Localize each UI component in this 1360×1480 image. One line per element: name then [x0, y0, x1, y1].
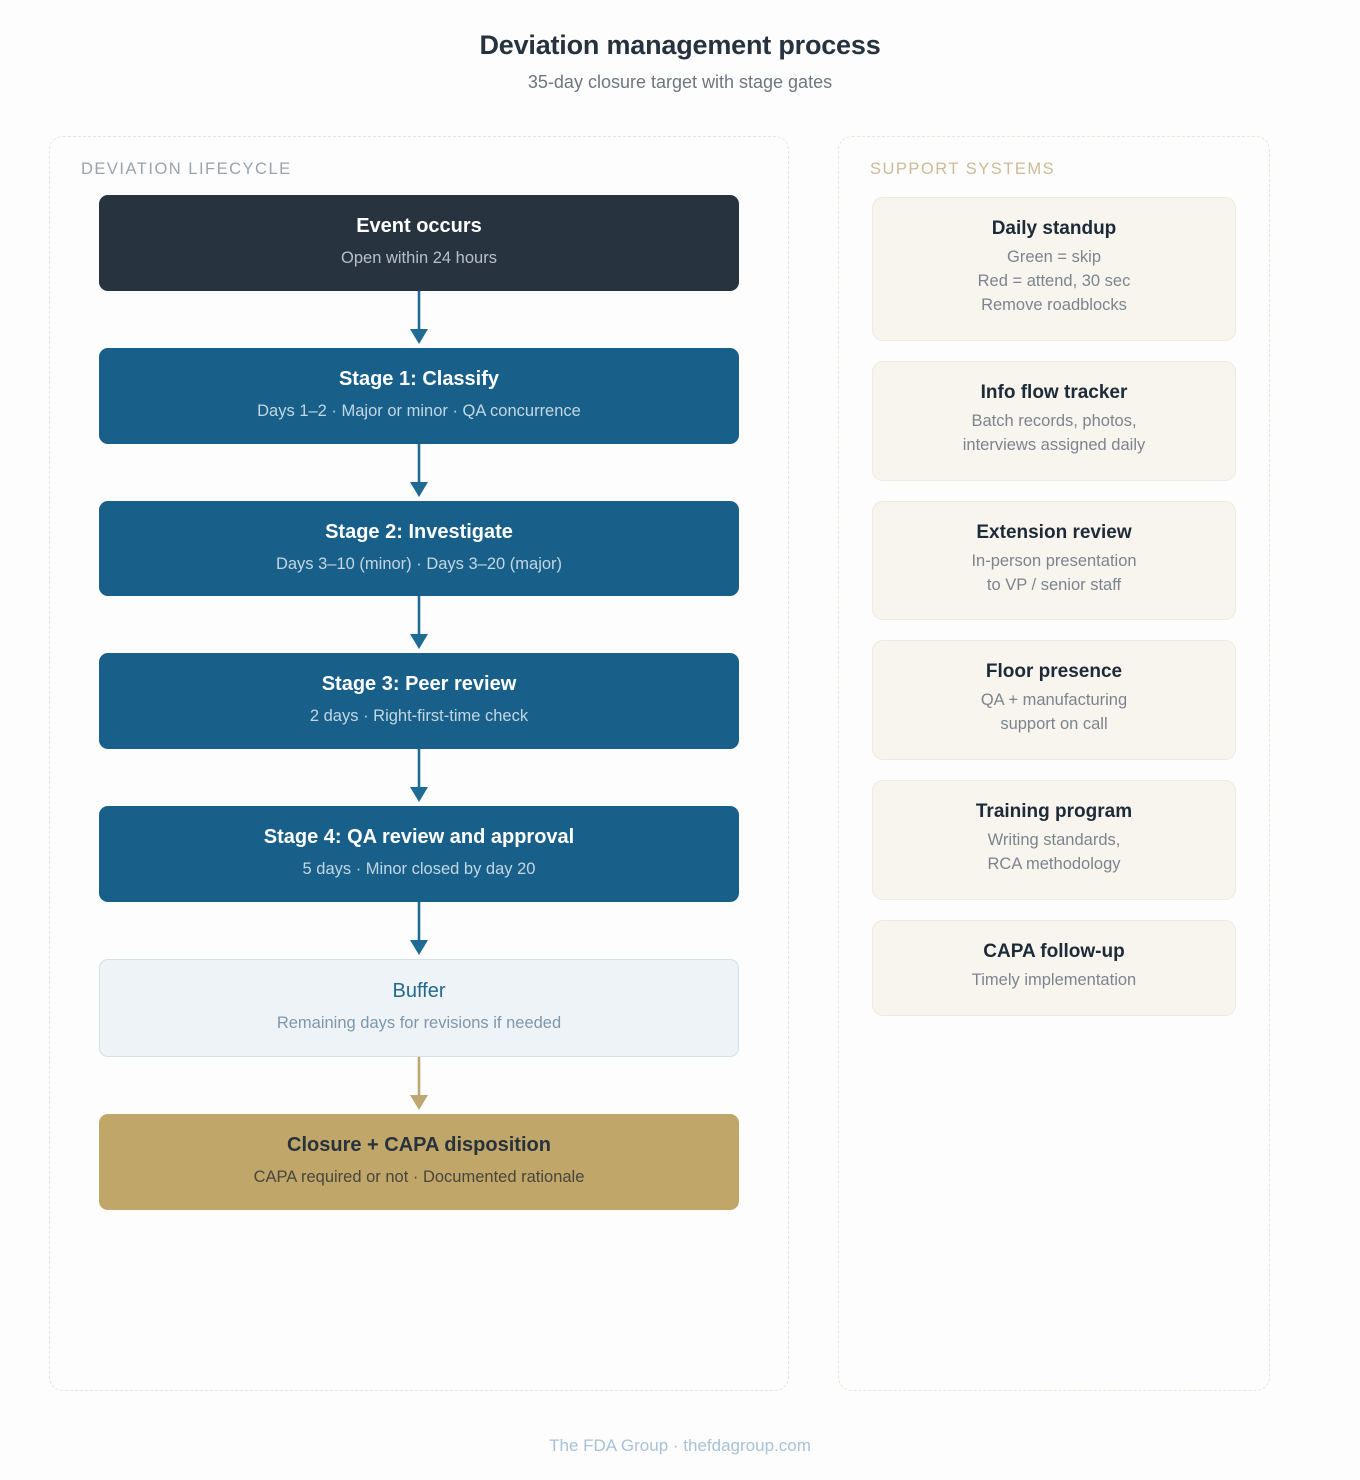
support-card-3[interactable]: Floor presence QA + manufacturing support …: [872, 640, 1236, 761]
flow-node-subtitle: Open within 24 hours: [341, 249, 497, 267]
flow-node-stage-4[interactable]: Stage 4: QA review and approval 5 days · …: [99, 806, 739, 902]
footer-attribution: The FDA Group · thefdagroup.com: [549, 1436, 811, 1455]
flow-connector-gold-5: [99, 1056, 739, 1114]
support-card-line: In-person presentation: [971, 551, 1137, 570]
support-card-line: Writing standards,: [987, 831, 1121, 850]
support-card-line: support on call: [1000, 715, 1108, 734]
support-card-line: Red = attend, 30 sec: [977, 271, 1131, 290]
support-card-title: Floor presence: [985, 661, 1123, 683]
flow-node-subtitle: CAPA required or not · Documented ration…: [253, 1167, 585, 1186]
flow-connector-blue-4: [99, 901, 739, 959]
flow-node-title: Stage 1: Classify: [338, 367, 500, 390]
flow-node-title: Buffer: [392, 979, 446, 1002]
support-card-line: interviews assigned daily: [962, 435, 1146, 454]
support-panel-label: SUPPORT SYSTEMS: [870, 160, 1056, 178]
support-card-title: CAPA follow-up: [983, 941, 1125, 963]
support-card-line: RCA methodology: [987, 855, 1121, 874]
connector-arrow-svg: [410, 901, 428, 955]
flow-node-title: Stage 3: Peer review: [321, 673, 517, 696]
flow-node-subtitle: 2 days · Right-first-time check: [309, 707, 529, 726]
flow-node-title: Stage 4: QA review and approval: [263, 826, 575, 849]
support-card-line: QA + manufacturing: [980, 691, 1128, 710]
connector-arrow-svg: [410, 443, 428, 497]
support-card-title: Daily standup: [991, 218, 1117, 239]
flow-connector-blue-2: [99, 596, 739, 653]
page-subtitle: 35-day closure target with stage gates: [527, 72, 833, 92]
lifecycle-panel-label: DEVIATION LIFECYCLE: [81, 160, 292, 178]
support-card-line: Remove roadblocks: [981, 295, 1127, 314]
support-card-line: Green = skip: [1006, 248, 1101, 266]
flow-connector-blue-3: [99, 749, 739, 806]
support-card-line: Batch records, photos,: [971, 411, 1137, 430]
support-card-title: Info flow tracker: [980, 381, 1128, 403]
flow-connector-blue-1: [99, 443, 739, 501]
flow-node-title: Event occurs: [356, 215, 482, 237]
flow-node-title: Stage 2: Investigate: [325, 520, 513, 543]
support-card-line: to VP / senior staff: [986, 575, 1122, 594]
flow-node-subtitle: 5 days · Minor closed by day 20: [302, 860, 536, 879]
flow-connector-blue-0: [99, 290, 739, 348]
support-card-title: Extension review: [976, 521, 1132, 543]
connector-arrow-svg: [410, 749, 428, 803]
support-card-title: Training program: [975, 801, 1133, 823]
flow-node-stage-3[interactable]: Stage 3: Peer review 2 days · Right-first…: [99, 653, 739, 750]
header: Deviation management process 35-day clos…: [0, 0, 1360, 93]
connector-arrow-svg: [410, 1056, 428, 1110]
flow-node-subtitle: Remaining days for revisions if needed: [276, 1013, 562, 1032]
support-card-line: Timely implementation: [971, 971, 1137, 990]
flow-node-title: Closure + CAPA disposition: [287, 1133, 551, 1156]
page-title: Deviation management process: [479, 30, 881, 60]
connector-arrow-svg: [410, 290, 428, 344]
flow-node-subtitle: Days 1–2 · Major or minor · QA concurren…: [257, 401, 581, 420]
flow-node-subtitle: Days 3–10 (minor) · Days 3–20 (major): [275, 554, 563, 573]
connector-arrow-svg: [410, 596, 428, 650]
